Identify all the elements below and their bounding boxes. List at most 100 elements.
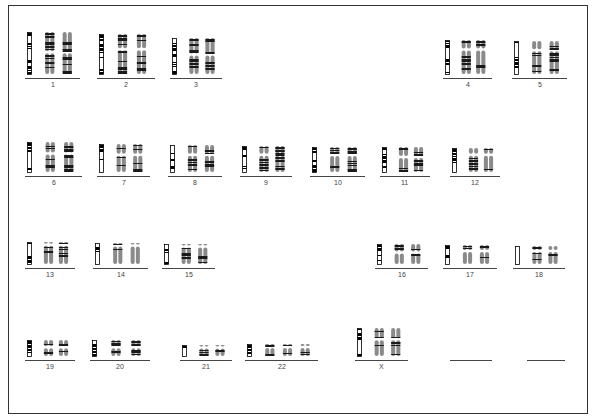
chromosome-group — [25, 340, 75, 361]
chromosome — [188, 145, 197, 172]
chromosome — [399, 147, 408, 172]
chromosome — [215, 345, 224, 356]
group-underline — [380, 176, 430, 177]
chromosome-number: 18 — [535, 271, 543, 279]
group-underline — [25, 268, 75, 269]
ideogram — [515, 42, 519, 75]
ideogram — [28, 243, 32, 265]
chromosome — [205, 145, 214, 172]
chromosome-number: 6 — [52, 179, 56, 187]
chromosome-number: 4 — [466, 81, 470, 89]
chromosome — [391, 328, 400, 356]
chromosome-group — [380, 147, 430, 177]
chromosome — [46, 142, 55, 172]
group-underline — [443, 78, 492, 79]
group-underline — [93, 268, 148, 269]
chromosome — [45, 32, 54, 74]
chromosome-group — [310, 147, 365, 177]
chromosome-group — [375, 244, 428, 269]
ideogram — [100, 145, 104, 173]
chromosome — [283, 344, 292, 356]
chromosome-number: 13 — [46, 271, 54, 279]
ideogram — [28, 33, 32, 75]
group-underline — [513, 268, 565, 269]
group-underline — [527, 360, 565, 361]
chromosome-number: 1 — [51, 81, 55, 89]
chromosome — [44, 340, 53, 356]
chromosome — [137, 34, 146, 74]
chromosome-group — [450, 360, 492, 361]
chromosome — [414, 147, 423, 172]
chromosome-group — [512, 41, 567, 79]
chromosome — [131, 243, 140, 264]
chromosome — [548, 246, 557, 264]
chromosome — [462, 40, 471, 74]
chromosome — [411, 244, 420, 264]
ideogram — [100, 35, 104, 75]
chromosome — [532, 41, 541, 74]
chromosome-group — [168, 145, 222, 177]
chromosome-group — [355, 328, 408, 361]
group-underline — [170, 78, 222, 79]
ideogram — [453, 149, 457, 173]
chromosome-number: 8 — [193, 179, 197, 187]
group-underline — [450, 360, 492, 361]
chromosome — [117, 144, 126, 172]
chromosome-number: 12 — [471, 179, 479, 187]
group-underline — [355, 360, 408, 361]
chromosome — [189, 38, 198, 74]
chromosome — [476, 40, 485, 74]
chromosome — [265, 344, 274, 356]
chromosome-group — [443, 40, 492, 79]
chromosome-group — [25, 142, 82, 177]
ideogram — [243, 147, 247, 173]
chromosome-group — [513, 246, 565, 269]
chromosome — [118, 34, 127, 74]
ideogram — [171, 146, 175, 173]
group-underline — [450, 176, 500, 177]
chromosome-group — [240, 146, 292, 177]
chromosome-number: 20 — [116, 363, 124, 371]
chromosome-group — [90, 340, 150, 361]
group-underline — [375, 268, 428, 269]
chromosome-number: 21 — [202, 363, 210, 371]
group-underline — [25, 176, 82, 177]
chromosome — [59, 242, 68, 264]
chromosome — [111, 340, 120, 356]
group-underline — [180, 360, 232, 361]
group-underline — [25, 78, 80, 79]
chromosome — [259, 146, 268, 172]
chromosome-number: 3 — [194, 81, 198, 89]
chromosome — [182, 244, 191, 264]
chromosome — [484, 148, 493, 172]
chromosome — [205, 38, 214, 74]
ideogram — [516, 247, 520, 265]
ideogram — [28, 143, 32, 173]
ideogram — [96, 244, 100, 265]
chromosome-number: 17 — [466, 271, 474, 279]
chromosome-number: X — [379, 363, 384, 371]
group-underline — [25, 360, 75, 361]
chromosome — [480, 245, 489, 264]
chromosome-number: 14 — [117, 271, 125, 279]
chromosome-group — [180, 345, 232, 361]
chromosome — [395, 244, 404, 264]
chromosome — [375, 328, 384, 356]
chromosome-group — [97, 34, 155, 79]
sheet-frame — [9, 6, 588, 414]
group-underline — [97, 176, 150, 177]
chromosome-group — [170, 38, 222, 79]
chromosome-group — [527, 360, 565, 361]
chromosome-number: 15 — [185, 271, 193, 279]
chromosome — [133, 144, 142, 172]
ideogram — [173, 39, 177, 75]
chromosome-number: 19 — [46, 363, 54, 371]
chromosome-group — [25, 242, 75, 269]
ideogram — [248, 345, 252, 357]
chromosome-number: 9 — [264, 179, 268, 187]
chromosome — [44, 242, 53, 264]
chromosome-number: 16 — [398, 271, 406, 279]
ideogram — [446, 246, 450, 265]
chromosome — [199, 345, 208, 356]
ideogram — [446, 41, 450, 75]
